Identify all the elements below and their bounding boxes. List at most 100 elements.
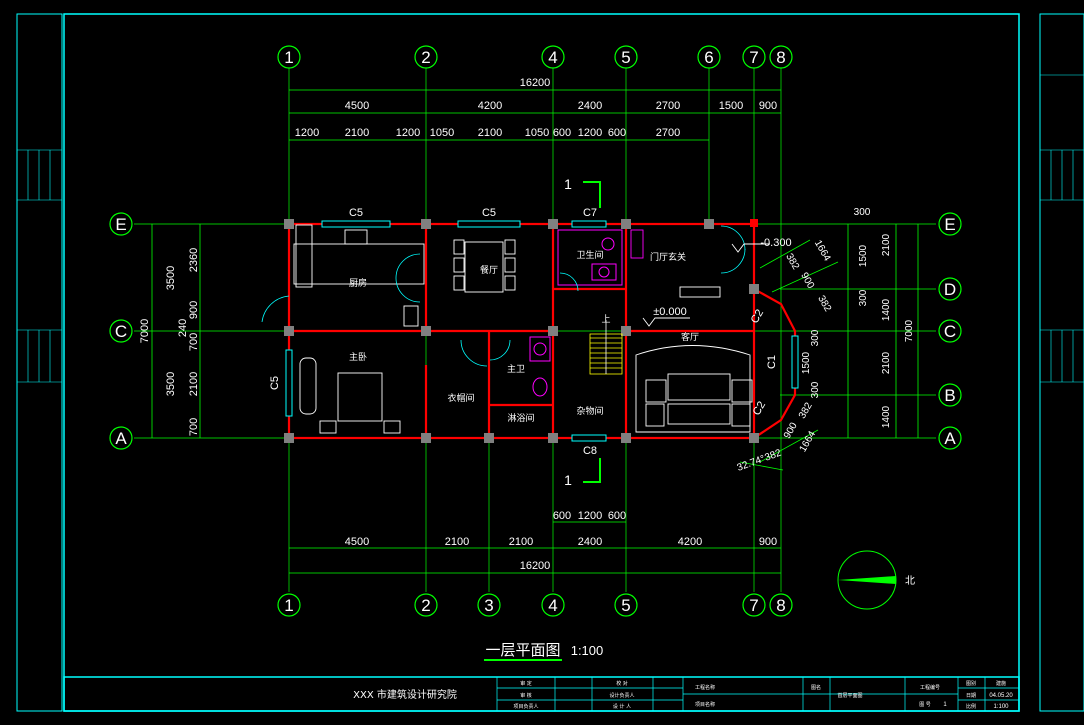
room-toilet: 卫生间 [576, 249, 603, 261]
dim-top3-0: 1200 [295, 127, 319, 139]
tb-label-10: 工程编号 [920, 684, 940, 691]
tb-label-14: 日期 [966, 693, 976, 699]
window-c8: C8 [583, 445, 597, 457]
dim-left-inner-2: 240 [177, 319, 189, 337]
axis-bubbles-left [109, 212, 133, 450]
dim-left-inner-3: 700 [188, 333, 200, 351]
dim-top2-5: 900 [759, 100, 777, 112]
room-shower: 淋浴间 [507, 412, 534, 424]
tb-label-12: 图别 [966, 680, 976, 687]
dim-left-outer-1: 7000 [139, 319, 151, 343]
walls [287, 222, 797, 440]
bathroom-fixtures [529, 229, 623, 397]
axis-top-5: 5 [621, 48, 630, 67]
dim-bot1-2: 600 [608, 510, 626, 522]
bay-angle: 32.74° [736, 454, 767, 474]
axis-left-C: C [115, 322, 127, 341]
dim-top3-4: 2100 [478, 127, 502, 139]
bay-dim-6: 1664 [798, 429, 819, 454]
dim-top3-2: 1200 [396, 127, 420, 139]
room-storage: 杂物间 [576, 405, 603, 417]
tb-label-15: 04.05.20 [989, 693, 1013, 699]
dim-top3-9: 2700 [656, 127, 680, 139]
dim-top2-2: 2400 [578, 100, 602, 112]
dim-left-outer-0: 3500 [165, 266, 177, 290]
dim-bot2-2: 2100 [509, 536, 533, 548]
tb-label-2: 项目负责人 [513, 703, 538, 710]
furniture [293, 224, 753, 434]
bay-dim-1: 900 [798, 271, 816, 291]
axis-top-7: 7 [749, 48, 758, 67]
columns [284, 219, 759, 443]
dim-bot2-1: 2100 [445, 536, 469, 548]
drawing-title: 一层平面图 [485, 641, 560, 659]
dim-top-total: 16200 [520, 77, 551, 89]
axis-top-4: 4 [548, 48, 557, 67]
dim-top3-8: 600 [608, 127, 626, 139]
right-margin-strip [1040, 74, 1084, 383]
axis-top-1: 1 [284, 48, 293, 67]
bay-dimension-lines [739, 239, 839, 471]
title-block-grid [496, 677, 1019, 711]
tb-label-17: 1:100 [993, 704, 1009, 710]
tb-label-9: 首层平面图 [837, 692, 862, 699]
dim-bot2-0: 4500 [345, 536, 369, 548]
axis-right-B: B [944, 386, 955, 405]
tb-label-18: 1 [943, 702, 947, 708]
dim-top2-0: 4500 [345, 100, 369, 112]
dim-bot2-5: 900 [759, 536, 777, 548]
dim-right-6: 1500 [801, 351, 812, 374]
axis-right-D: D [944, 280, 956, 299]
tb-label-8: 图名 [811, 684, 821, 691]
stairs [589, 320, 623, 375]
institute-name: XXX 市建筑设计研究院 [353, 688, 457, 701]
bay-dim-3: 382 [815, 294, 833, 314]
tb-label-5: 设 计 人 [613, 703, 631, 710]
dim-right-3: 300 [858, 289, 869, 306]
bay-dim-2: 382 [783, 252, 801, 272]
axis-right-A: A [944, 429, 956, 448]
elevation-marks [642, 243, 770, 327]
dim-bot2-3: 2400 [578, 536, 602, 548]
axis-bottom-2: 2 [421, 596, 430, 615]
tb-label-0: 审 定 [520, 680, 532, 687]
tb-label-7: 项目名称 [695, 701, 715, 708]
dim-left-outer-2: 3500 [165, 372, 177, 396]
tb-label-4: 设计负责人 [609, 692, 634, 699]
axis-bottom-5: 5 [621, 596, 630, 615]
dim-right-2: 2100 [881, 233, 892, 256]
dim-top2-1: 4200 [478, 100, 502, 112]
axis-right-E: E [944, 215, 955, 234]
axis-top-2: 2 [421, 48, 430, 67]
room-cloakroom: 衣帽间 [447, 392, 474, 404]
windows [285, 220, 799, 442]
tb-label-11: 图 号 [919, 702, 931, 708]
section-mark-top: 1 [564, 176, 572, 192]
room-master-bed: 主卧 [349, 351, 367, 363]
dim-left-inner-0: 2360 [188, 248, 200, 272]
window-c7: C7 [583, 207, 597, 219]
room-living: 客厅 [681, 331, 699, 343]
north-label: 北 [905, 575, 915, 587]
dim-bot1-0: 600 [553, 510, 571, 522]
drawing-scale: 1:100 [571, 643, 604, 658]
room-kitchen: 厨房 [349, 277, 367, 289]
axis-bottom-4: 4 [548, 596, 557, 615]
dim-bot-total: 16200 [520, 560, 551, 572]
dim-top3-7: 1200 [578, 127, 602, 139]
axis-left-E: E [115, 215, 126, 234]
dim-top2-3: 2700 [656, 100, 680, 112]
section-marks [583, 181, 601, 483]
dim-right-8: 300 [810, 381, 821, 398]
dim-right-5: 300 [810, 329, 821, 346]
dim-right-outer: 7000 [904, 319, 915, 342]
section-mark-bottom: 1 [564, 472, 572, 488]
stair-up-label: 上 [601, 314, 610, 325]
bay-dim-0: 1664 [812, 238, 833, 263]
axis-bubbles-bottom [277, 593, 793, 617]
dim-bot2-4: 4200 [678, 536, 702, 548]
axis-bubbles-right [938, 212, 962, 450]
dim-right-0: 300 [854, 207, 871, 218]
axis-top-6: 6 [704, 48, 713, 67]
